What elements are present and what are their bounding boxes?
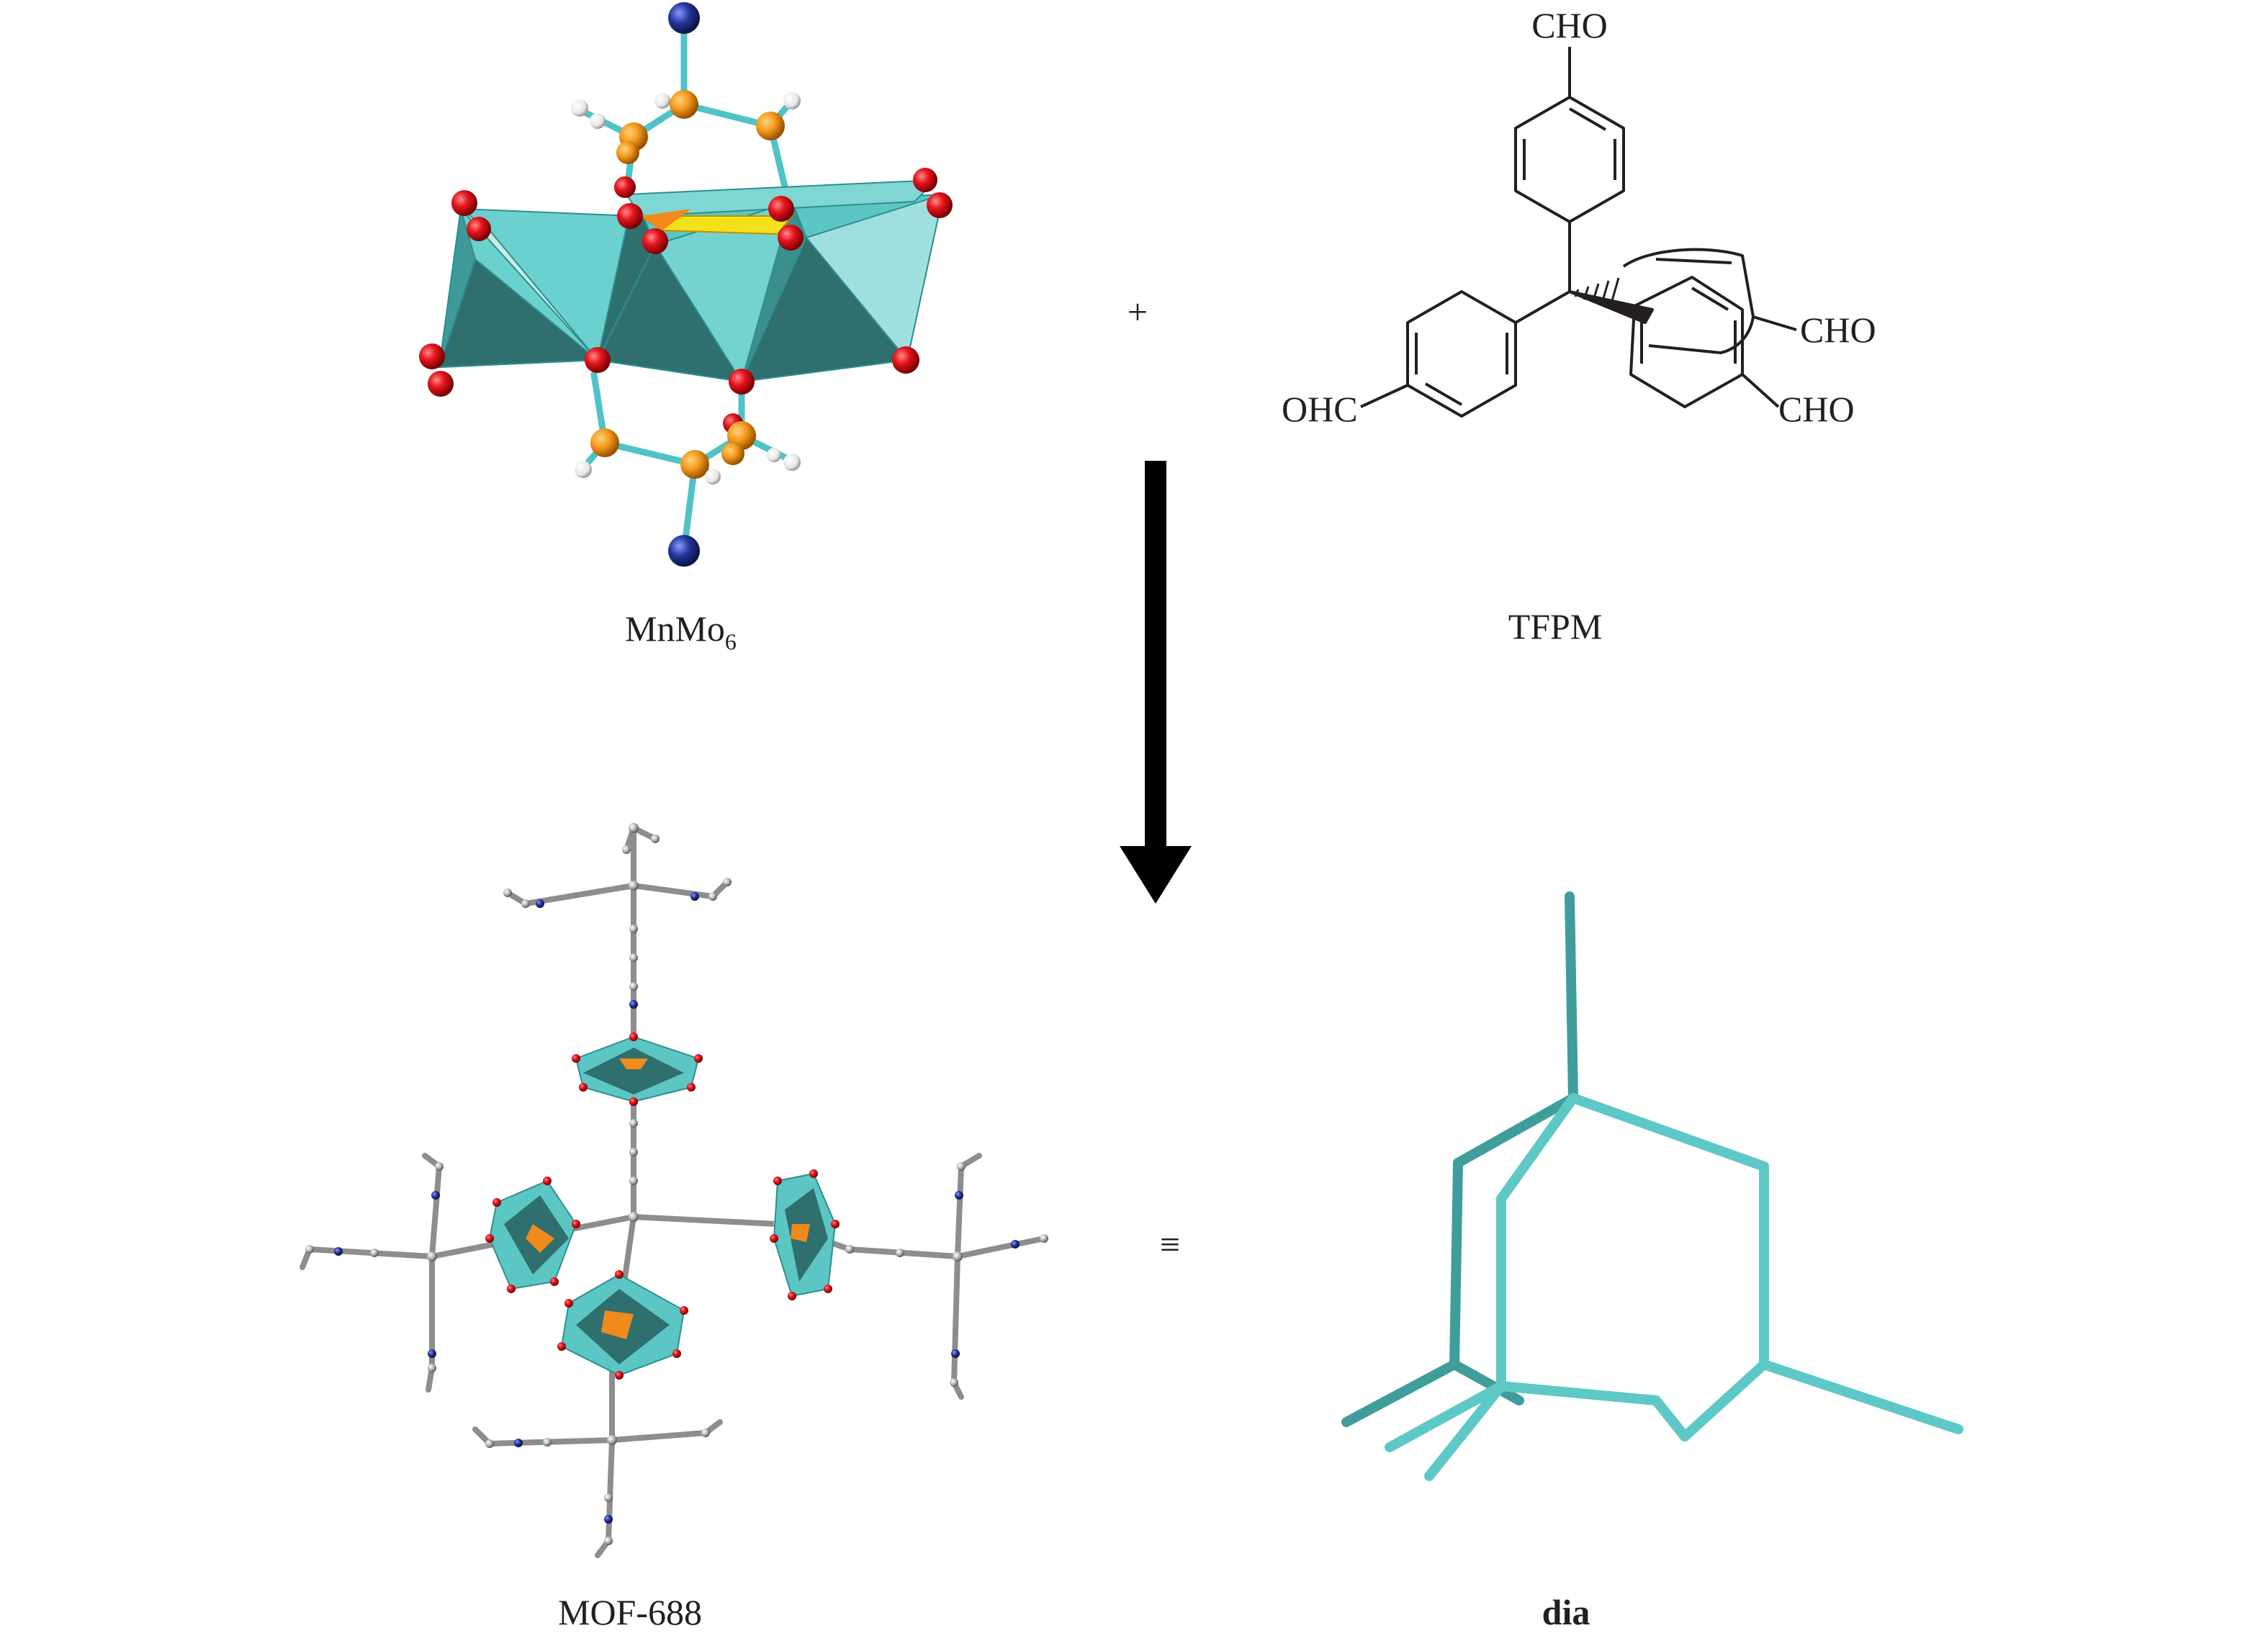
tfpm-chemical-structure <box>1360 47 1797 418</box>
mof-688-label: MOF-688 <box>558 1592 702 1632</box>
tfpm-top-cho: CHO <box>1531 5 1608 45</box>
mnmo6-octahedra <box>438 179 945 384</box>
mof-688-framework <box>300 823 1048 1558</box>
framework-linkers <box>300 825 1047 1558</box>
hydrogen-atoms <box>571 92 801 485</box>
equivalence-sign: ≡ <box>1160 1224 1180 1264</box>
mnmo6-label-main: MnMo <box>625 608 725 649</box>
mof-cluster-right <box>770 1169 840 1300</box>
oxygen-atoms <box>419 168 953 433</box>
mn-center-octahedron <box>638 215 794 235</box>
tfpm-top-ring <box>1514 47 1625 292</box>
tfpm-front-ring <box>1629 276 1780 408</box>
mnmo6-label: MnMo6 <box>625 608 737 655</box>
down-arrow-icon <box>1120 461 1192 904</box>
svg-text:MnMo6: MnMo6 <box>625 608 737 655</box>
framework-nitrogen-atoms <box>334 892 1020 1524</box>
dia-label: dia <box>1542 1592 1590 1632</box>
nitrogen-atom-bottom <box>668 535 700 567</box>
mnmo6-cluster-structure <box>419 2 953 567</box>
plus-sign: + <box>1128 292 1148 332</box>
mof-cluster-top <box>572 1033 703 1106</box>
tfpm-right-lower-cho: CHO <box>1778 389 1855 429</box>
tfpm-left-ohc: OHC <box>1282 389 1358 429</box>
tfpm-right-upper-cho: CHO <box>1800 310 1876 350</box>
tfpm-label: TFPM <box>1508 606 1603 647</box>
mnmo6-label-subscript: 6 <box>725 629 737 655</box>
tfpm-back-ring <box>1622 248 1797 354</box>
nitrogen-atom-top <box>668 2 700 34</box>
mof-cluster-bottom <box>557 1270 688 1380</box>
mof-cluster-left <box>485 1177 580 1293</box>
framework-carbon-atoms <box>305 823 1048 1545</box>
tfpm-wedge-bond <box>1568 290 1654 324</box>
dia-topology-net <box>1341 891 1963 1481</box>
carbon-atoms <box>590 90 785 479</box>
tfpm-left-ring <box>1360 290 1570 418</box>
